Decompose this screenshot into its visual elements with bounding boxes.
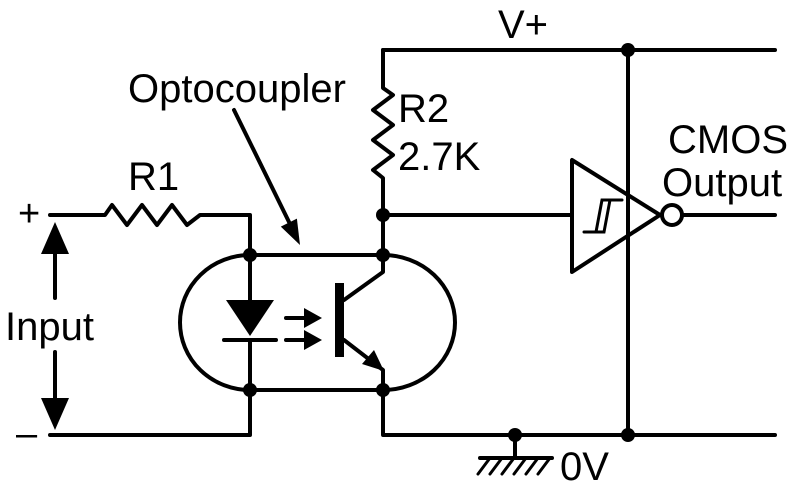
resistor-r1 [48, 203, 252, 302]
optocoupler-callout-arrowhead [280, 218, 300, 245]
supply-label: V+ [498, 3, 548, 47]
input-label: Input [5, 305, 94, 349]
r1-name-label: R1 [128, 155, 179, 199]
schmitt-buffer-triangle [570, 158, 662, 274]
input-plus-label: + [18, 193, 40, 235]
output-label-line2: Output [662, 161, 782, 205]
ground-label: 0V [560, 445, 609, 489]
input-arrowhead-down [41, 398, 69, 430]
phototransistor-collector [342, 253, 385, 302]
light-arrowhead-upper [304, 308, 322, 328]
inverter-bubble [660, 203, 684, 227]
junction-ground-right [621, 428, 635, 442]
hysteresis-symbol [582, 198, 624, 234]
optocoupler-package [178, 253, 457, 392]
emitter-arrowhead [362, 350, 384, 371]
light-arrowhead-lower [304, 330, 322, 350]
r2-value-label: 2.7K [398, 135, 481, 179]
optocoupler-label: Optocoupler [128, 67, 346, 111]
ground-symbol [478, 433, 554, 460]
resistor-r2 [371, 48, 395, 257]
optocoupler-callout-line [232, 108, 292, 226]
input-arrowhead-up [41, 222, 69, 254]
ground-rail [381, 388, 777, 437]
led-diode-triangle [226, 300, 274, 336]
phototransistor-base [335, 283, 344, 357]
led-cathode-wire [48, 338, 252, 437]
ground-hatching [476, 456, 552, 476]
input-minus-label: – [16, 413, 38, 455]
output-label-line1: CMOS [668, 118, 788, 162]
r2-name-label: R2 [398, 87, 449, 131]
